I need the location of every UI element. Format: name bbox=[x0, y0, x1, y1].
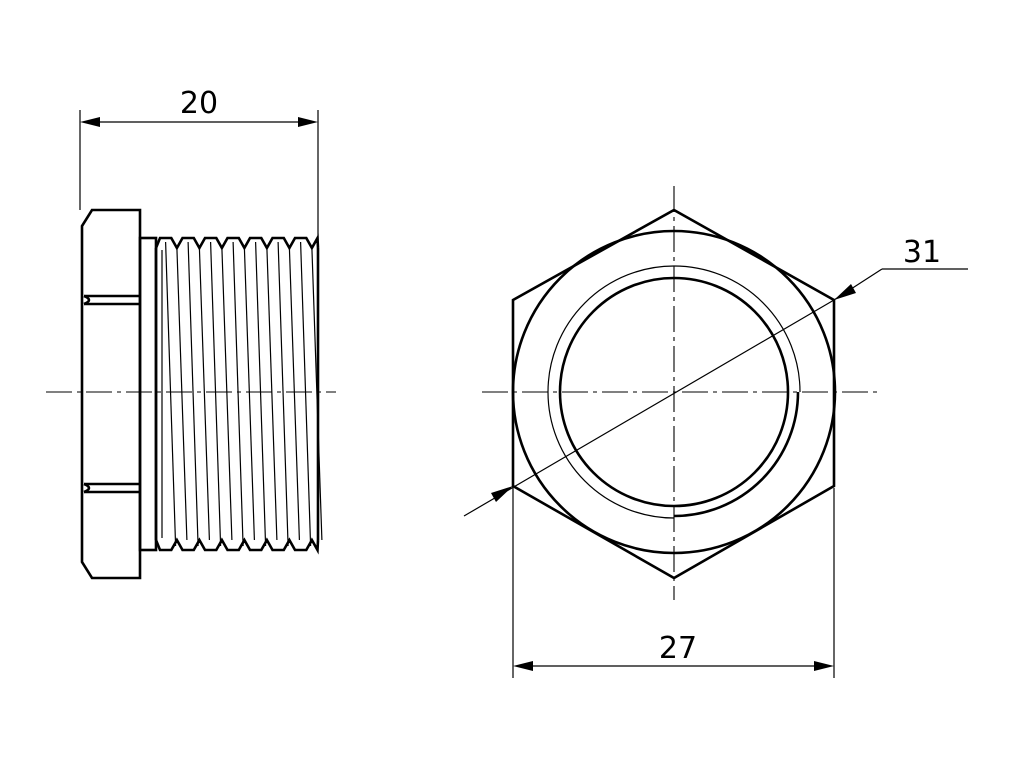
dimension-length-label: 20 bbox=[180, 86, 218, 121]
thread-root-line bbox=[221, 247, 233, 541]
dimension-across-corners-label: 31 bbox=[903, 235, 941, 270]
hex-head-side bbox=[80, 208, 142, 580]
thread-crest-line bbox=[165, 241, 177, 547]
thread-crest-line bbox=[187, 241, 199, 547]
dimension-across-corners: 31 bbox=[463, 235, 968, 517]
thread-crest-line bbox=[255, 241, 267, 547]
end-view: 31 27 bbox=[463, 186, 968, 678]
thread-root-line bbox=[288, 247, 300, 541]
collar bbox=[138, 236, 158, 552]
thread-root-line bbox=[243, 247, 255, 541]
thread-crest-line bbox=[300, 241, 312, 547]
thread-root-line bbox=[266, 247, 278, 541]
dimension-length: 20 bbox=[79, 86, 319, 240]
side-view: 20 bbox=[46, 86, 336, 580]
dimension-across-flats: 27 bbox=[512, 488, 835, 678]
thread-root-line bbox=[311, 247, 323, 541]
threaded-body bbox=[154, 233, 323, 555]
thread-root-line bbox=[176, 247, 188, 541]
thread-root-arc bbox=[547, 265, 801, 519]
thread-root-line bbox=[198, 247, 210, 541]
dimension-across-flats-label: 27 bbox=[659, 631, 697, 666]
thread-crest-line bbox=[210, 241, 222, 547]
thread-crest-line bbox=[232, 241, 244, 547]
thread-crest-line bbox=[277, 241, 289, 547]
